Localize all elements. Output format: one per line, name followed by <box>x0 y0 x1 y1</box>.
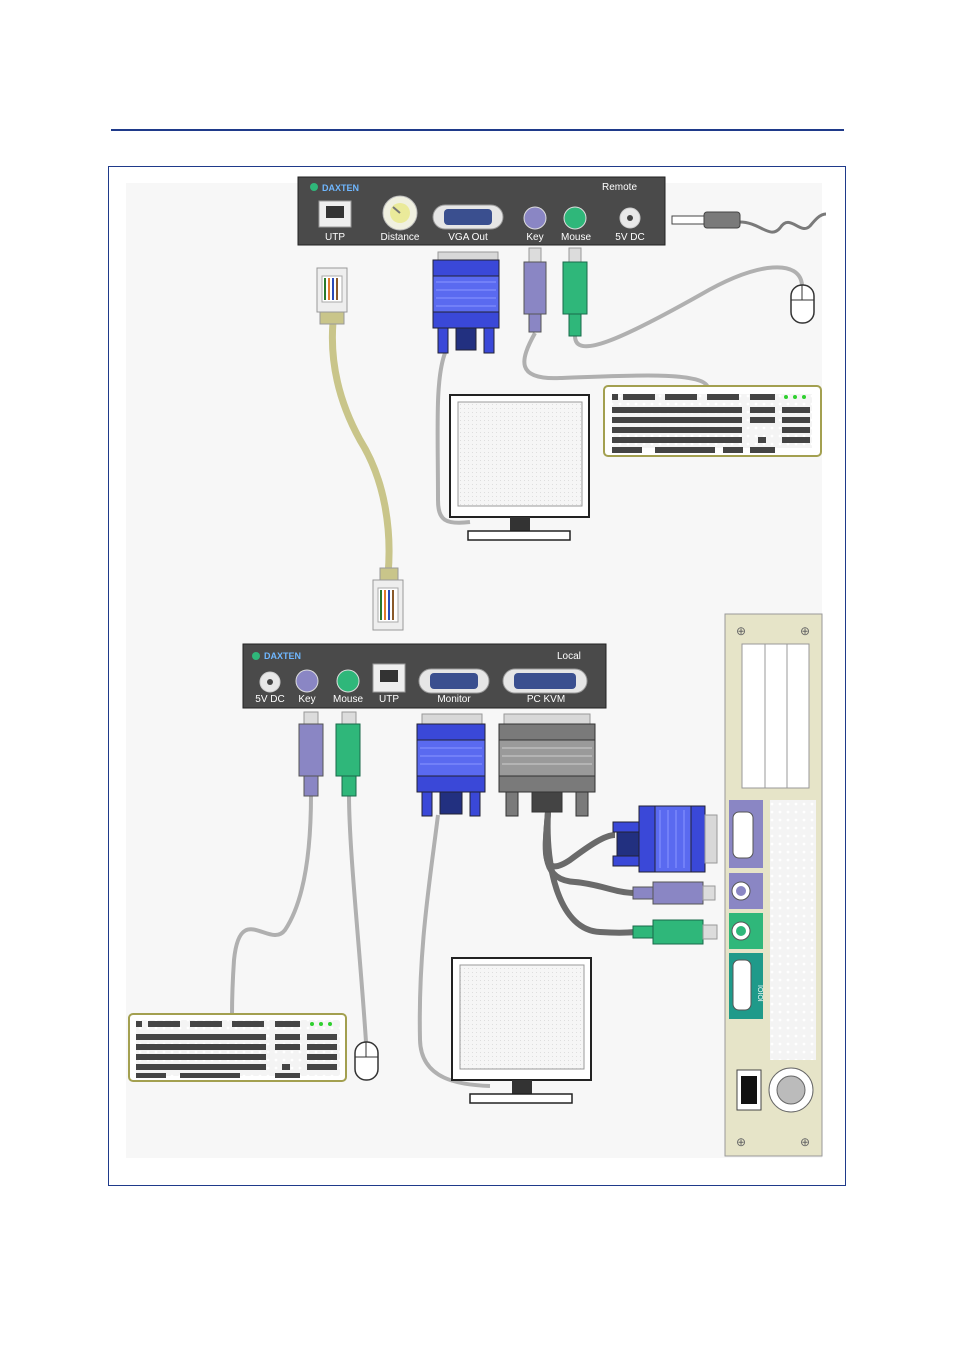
vga-connector-remote-icon <box>432 251 500 354</box>
mouse-cable-remote <box>573 265 804 349</box>
utp-cable <box>328 321 393 576</box>
power-plug-icon <box>671 211 741 229</box>
local-unit: DAXTEN Local 5V DC Key Mouse UTP Monitor… <box>242 643 607 709</box>
kvm-connector-local-icon <box>498 713 596 817</box>
ps2-key-connector-local-icon <box>298 711 324 797</box>
distance-label: Distance <box>381 232 420 243</box>
ps2-key-connector-remote-icon <box>523 247 547 333</box>
mouse-port-local[interactable] <box>336 669 360 693</box>
kvm-cable-mouse <box>544 811 636 936</box>
mouse-port-local-label: Mouse <box>333 694 363 705</box>
kvm-ps2-key-plug-icon <box>632 881 716 905</box>
utp-port-label: UTP <box>325 232 345 243</box>
remote-unit: DAXTEN Remote UTP Distance VGA Out Key M… <box>297 176 666 246</box>
utp-plug-bottom-icon <box>372 567 404 631</box>
power-port-label: 5V DC <box>615 232 644 243</box>
monitor-cable-remote <box>435 352 471 525</box>
keyboard-cable-remote <box>522 332 710 389</box>
mouse-local-icon <box>354 1041 379 1081</box>
monitor-cable-local <box>417 814 491 1088</box>
key-port-local-label: Key <box>298 694 315 705</box>
vga-out-label: VGA Out <box>448 232 488 243</box>
pc-tower-back-panel: ⊕ ⊕ ⊕ ⊕ <box>724 613 823 1157</box>
svg-text:⊕: ⊕ <box>800 624 810 638</box>
power-cable-remote <box>739 212 827 234</box>
ps2-mouse-connector-local-icon <box>335 711 361 797</box>
local-title: Local <box>557 651 581 662</box>
header-rule <box>111 129 844 131</box>
svg-text:⊕: ⊕ <box>736 1135 746 1149</box>
key-port-label: Key <box>526 232 543 243</box>
svg-text:⊕: ⊕ <box>736 624 746 638</box>
mouse-cable-local <box>347 794 368 1043</box>
diagram-frame <box>108 166 846 1186</box>
monitor-port-label: Monitor <box>437 694 471 705</box>
monitor-remote-icon <box>449 394 590 541</box>
key-port-local[interactable] <box>295 669 319 693</box>
svg-text:⊕: ⊕ <box>800 1135 810 1149</box>
remote-brand: DAXTEN <box>322 183 359 193</box>
keyboard-local-icon <box>128 1013 347 1082</box>
remote-title: Remote <box>602 182 637 193</box>
pc-kvm-port-label: PC KVM <box>527 694 565 705</box>
utp-plug-top-icon <box>316 267 348 325</box>
brand-logo-icon <box>310 183 318 191</box>
mouse-remote-icon <box>790 284 815 324</box>
monitor-local-icon <box>451 957 592 1104</box>
mouse-port-label: Mouse <box>561 232 591 243</box>
utp-port-local-label: UTP <box>379 694 399 705</box>
kvm-ps2-mouse-plug-icon <box>632 919 718 945</box>
mouse-port-remote[interactable] <box>563 206 587 230</box>
keyboard-remote-icon <box>603 385 822 457</box>
keyboard-cable-local <box>230 794 313 1016</box>
serial-port-label: IOIOI <box>756 985 763 1002</box>
power-port-local-label: 5V DC <box>255 694 284 705</box>
ps2-mouse-connector-remote-icon <box>562 247 588 337</box>
vga-connector-local-icon <box>416 713 486 817</box>
kvm-vga-plug-icon <box>612 805 718 873</box>
local-brand: DAXTEN <box>264 651 301 661</box>
brand-logo-icon <box>252 652 260 660</box>
key-port-remote[interactable] <box>523 206 547 230</box>
